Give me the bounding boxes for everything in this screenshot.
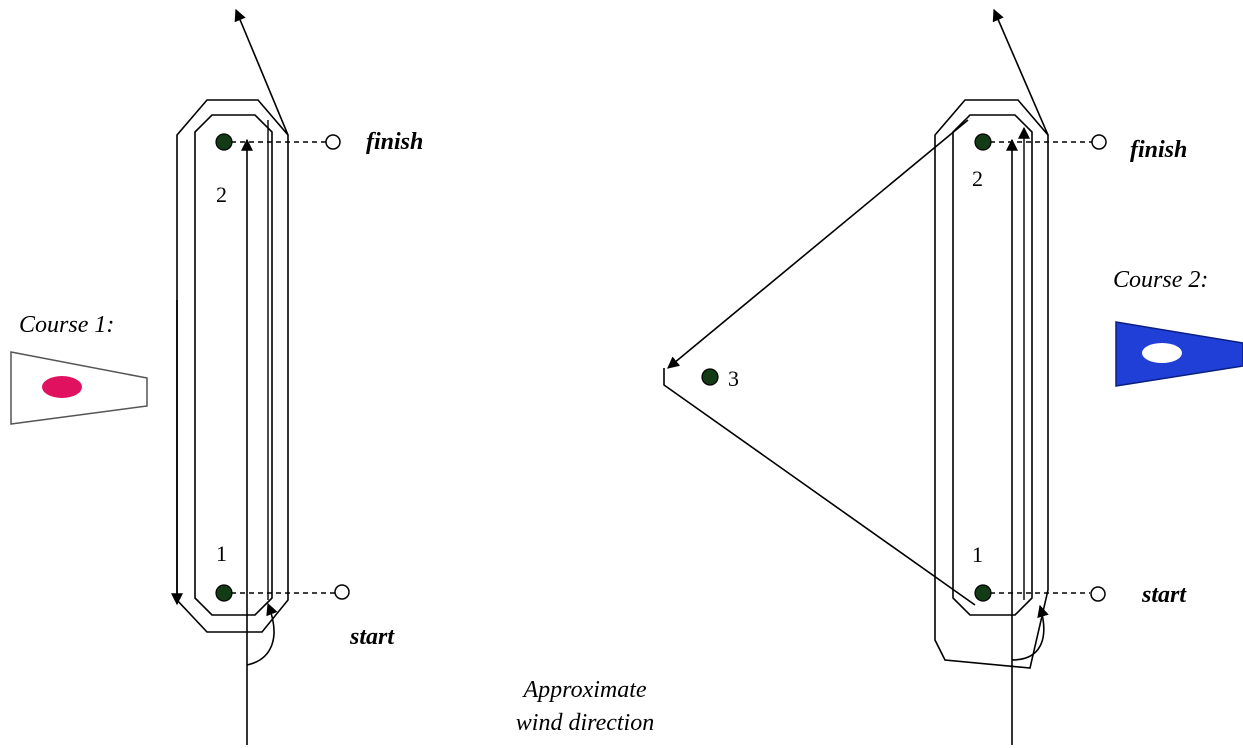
course-1-outer-boundary (176, 99, 289, 633)
course-2-mark-2-number: 2 (972, 166, 983, 191)
course-1-label: Course 1: (19, 312, 115, 338)
course-2-finish-label: finish (1130, 137, 1188, 163)
course-1-mark-1-number: 1 (216, 541, 227, 566)
wind-label-line-2: wind direction (515, 710, 655, 736)
course-1-mark-2 (215, 133, 233, 151)
wind-label-line-1: Approximate (523, 677, 647, 703)
course-1-mark-1 (215, 584, 233, 602)
course-2-mark-3 (701, 368, 719, 386)
course-2-return-leg (663, 368, 976, 606)
course-2-reach-leg-arrow (667, 119, 969, 369)
course-2-mark-3-number: 3 (728, 366, 739, 391)
course-1-diagram (10, 8, 350, 745)
course-2-diagram (663, 8, 1243, 745)
course-1-finish-buoy (325, 134, 341, 150)
course-1-flag-mark (42, 376, 82, 398)
course-2-flag-mark (1142, 343, 1182, 363)
course-1-exit-arrow (234, 8, 289, 136)
course-2-exit-arrow (992, 8, 1049, 136)
course-1-inner-boundary (194, 114, 273, 616)
course-2-mark-2 (974, 133, 992, 151)
course-1-start-buoy (334, 584, 350, 600)
course-1-finish-label: finish (366, 129, 424, 155)
course-2-inner-boundary (952, 114, 1033, 616)
course-2-finish-buoy (1091, 134, 1107, 150)
course-2-mark-1-number: 1 (972, 542, 983, 567)
course-2-start-label: start (1142, 582, 1187, 608)
course-2-label: Course 2: (1113, 267, 1209, 293)
course-2-mark-1 (974, 584, 992, 602)
course-2-outer-boundary (934, 99, 1049, 669)
course-1-mark-2-number: 2 (216, 182, 227, 207)
course-1-start-label: start (350, 624, 395, 650)
course-2-start-buoy (1090, 586, 1106, 602)
